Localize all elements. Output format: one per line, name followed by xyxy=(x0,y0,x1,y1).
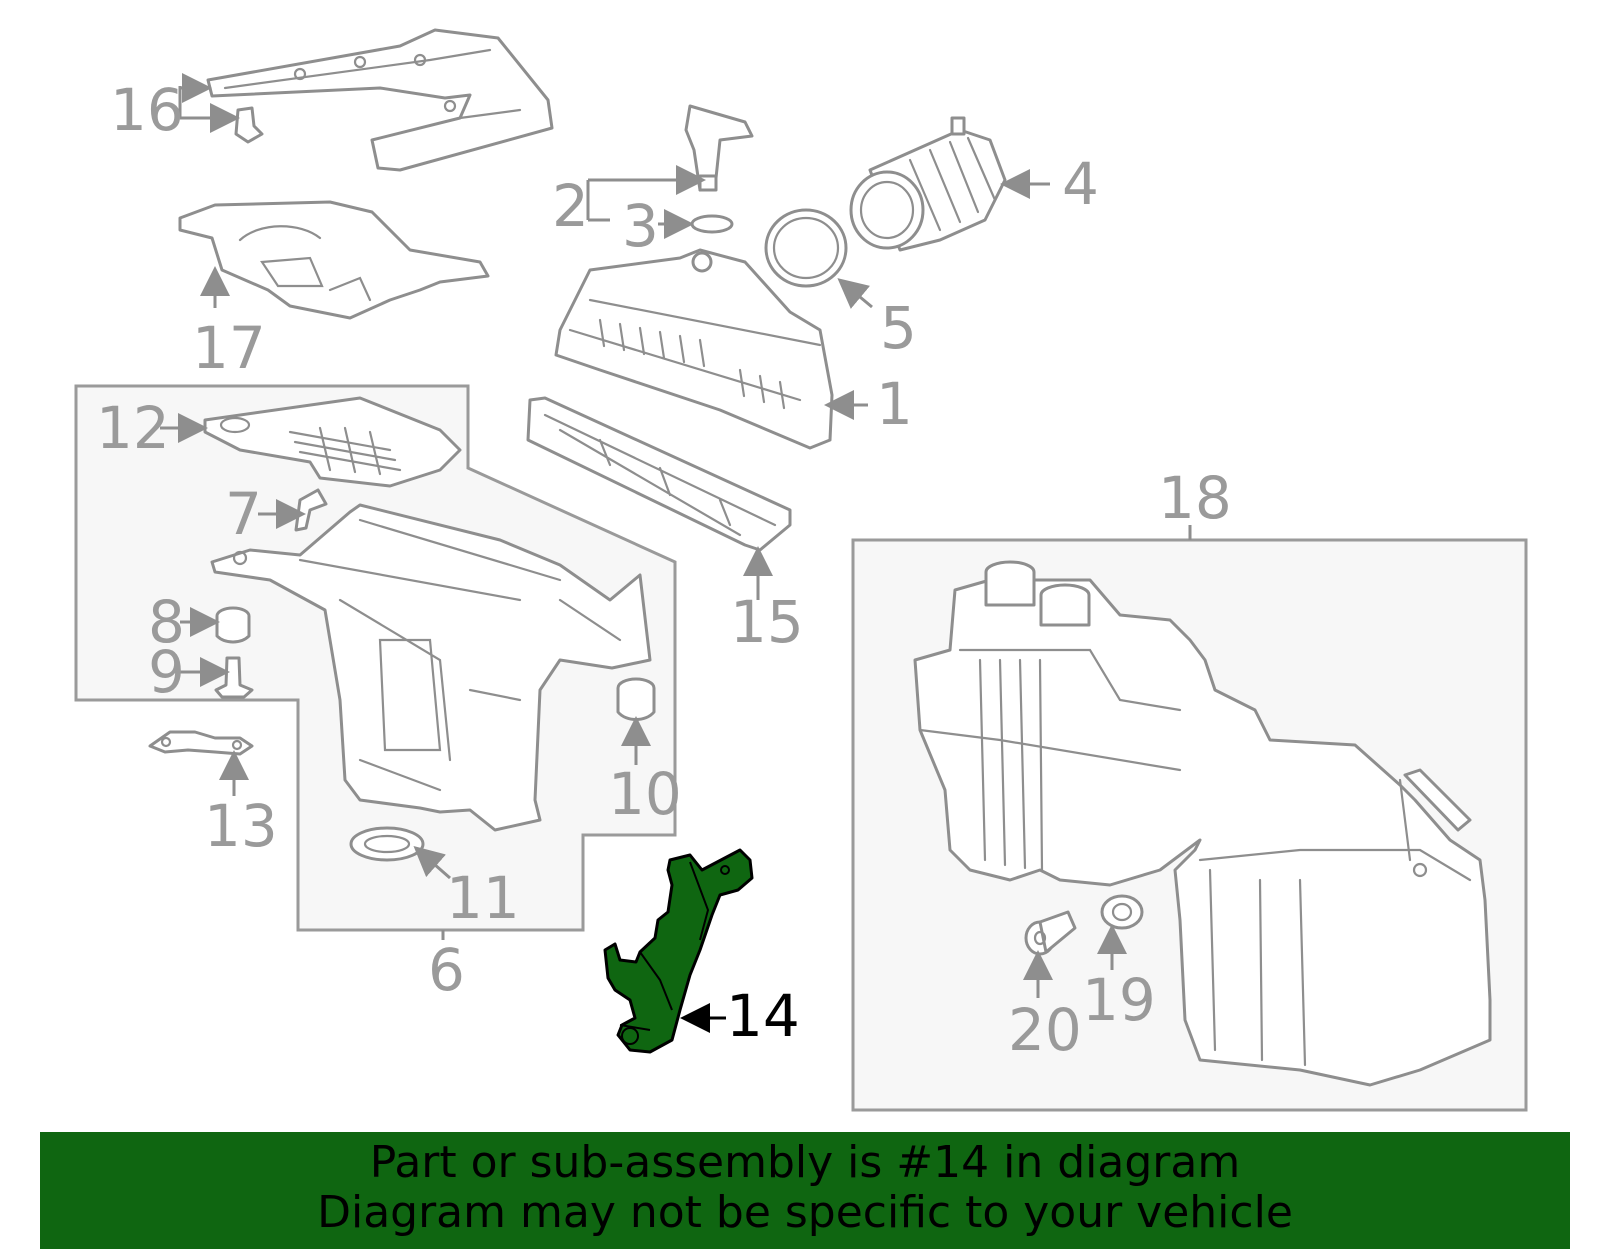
part-14-bracket-highlighted xyxy=(603,848,754,1054)
callout-8: 8 xyxy=(148,588,185,656)
banner-line-2: Diagram may not be specific to your vehi… xyxy=(317,1187,1293,1238)
callout-9: 9 xyxy=(148,638,185,706)
callout-4: 4 xyxy=(1062,150,1099,218)
callout-11: 11 xyxy=(446,864,520,932)
callout-16: 16 xyxy=(110,76,184,144)
callout-5: 5 xyxy=(880,294,917,362)
part-3-o-ring xyxy=(690,214,734,234)
part-6-air-cleaner-housing xyxy=(210,503,652,832)
callout-17: 17 xyxy=(192,314,266,382)
part-8-grommet xyxy=(215,606,251,644)
callout-7: 7 xyxy=(225,480,262,548)
callout-20: 20 xyxy=(1008,996,1082,1064)
part-2-air-flow-sensor xyxy=(684,104,754,192)
callout-14: 14 xyxy=(726,982,800,1050)
part-10-grommet xyxy=(616,677,656,721)
part-19-grommet xyxy=(1100,894,1144,930)
callout-18: 18 xyxy=(1158,464,1232,532)
callout-10: 10 xyxy=(608,760,682,828)
part-13-bracket xyxy=(148,730,254,756)
part-16-engine-cover xyxy=(206,28,554,172)
part-12-duct-plate xyxy=(203,396,462,488)
part-20-collar xyxy=(1024,910,1077,956)
callout-13: 13 xyxy=(204,792,278,860)
part-11-seal xyxy=(349,826,425,862)
banner-line-1: Part or sub-assembly is #14 in diagram xyxy=(369,1137,1241,1188)
part-5-clamp xyxy=(764,208,848,288)
callout-19: 19 xyxy=(1082,966,1156,1034)
part-15-filter-element xyxy=(526,396,792,552)
callout-2: 2 xyxy=(552,172,589,240)
callout-3: 3 xyxy=(622,192,659,260)
callout-12: 12 xyxy=(96,394,170,462)
part-4-intake-tube xyxy=(849,116,1007,252)
part-18-housing-assembly xyxy=(913,560,1492,1087)
part-17-cover-panel xyxy=(178,200,490,320)
part-16-clip xyxy=(234,106,264,144)
callout-1: 1 xyxy=(876,370,913,438)
leader-lines xyxy=(160,73,1127,1033)
callout-6: 6 xyxy=(428,936,465,1004)
callout-15: 15 xyxy=(730,588,804,656)
info-banner: Part or sub-assembly is #14 in diagram D… xyxy=(40,1132,1570,1249)
